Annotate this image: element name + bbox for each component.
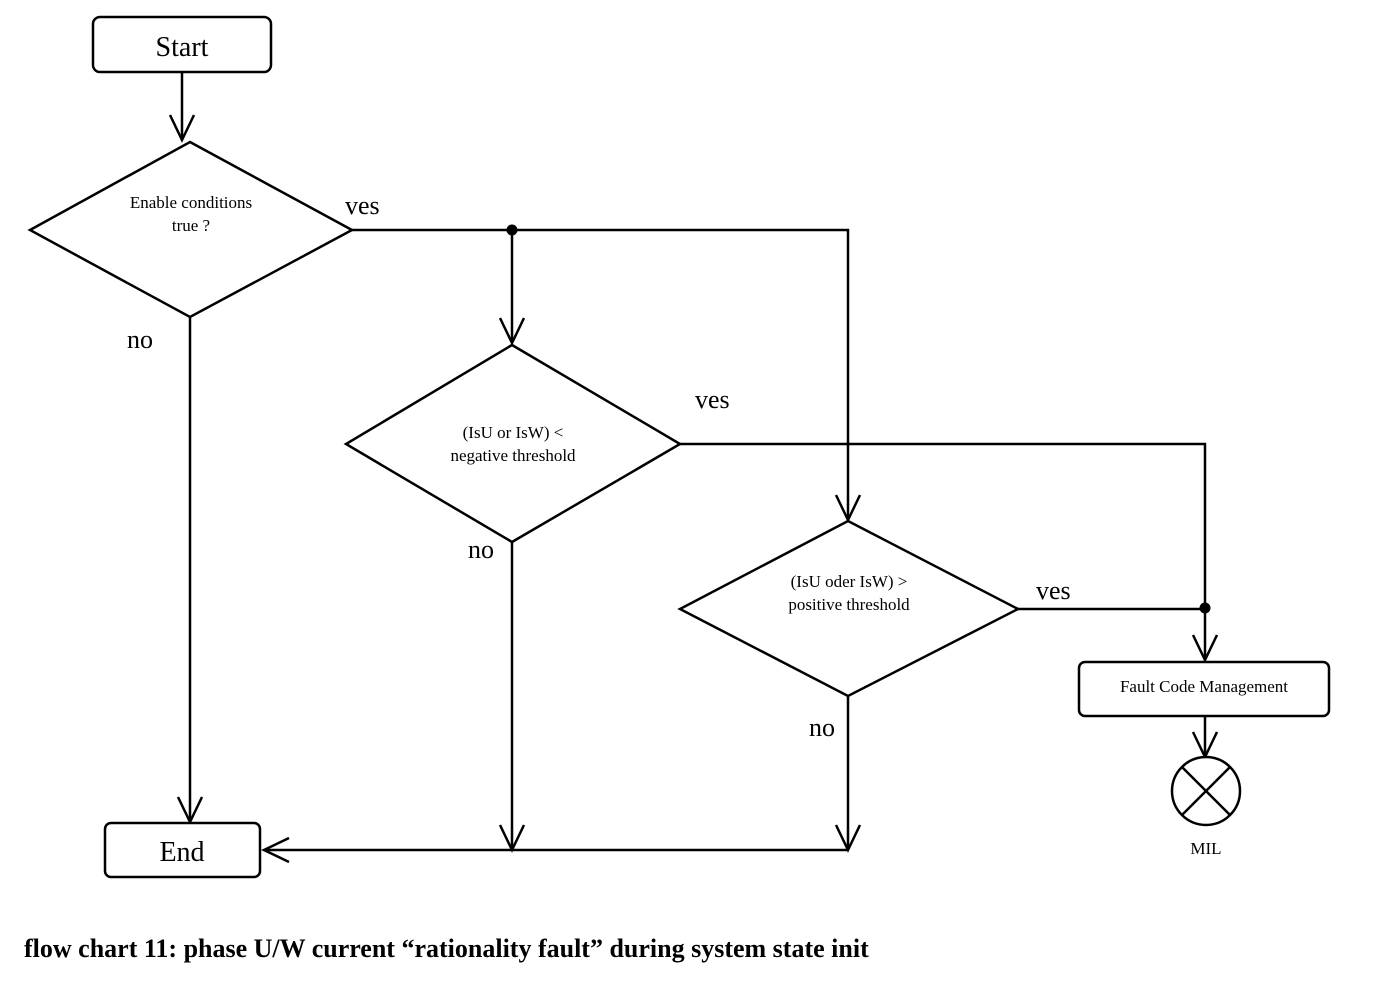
no-label-1: no: [127, 325, 153, 354]
connector-yes2: [680, 442, 1207, 658]
enable-line-1: Enable conditions: [130, 193, 252, 212]
fault-code-management-node: Fault Code Management: [1077, 660, 1331, 718]
positive-line-1: (IsU oder IsW) >: [791, 572, 908, 591]
no-label-2: no: [468, 535, 494, 564]
end-label: End: [159, 837, 204, 868]
positive-line-2: positive threshold: [788, 595, 910, 614]
enable-line-2: true ?: [172, 216, 210, 235]
arrowhead-to-negative: [498, 317, 526, 346]
fault-label: Fault Code Management: [1120, 677, 1288, 696]
arrowhead-to-end: [261, 836, 290, 864]
positive-threshold-decision: (IsU oder IsW) > positive threshold: [677, 519, 1021, 698]
no-label-3: no: [809, 713, 835, 742]
mil-label: MIL: [1190, 839, 1221, 858]
start-node: Start: [91, 15, 273, 74]
yes-label-3: ves: [1036, 576, 1071, 605]
yes-label-1: ves: [345, 191, 380, 220]
end-node: End: [103, 821, 262, 879]
enable-conditions-decision: Enable conditions true ?: [27, 140, 355, 319]
negative-threshold-decision: (IsU or IsW) < negative threshold: [343, 343, 683, 544]
start-label: Start: [156, 32, 209, 63]
junction-dot-2: [1199, 602, 1211, 614]
negative-line-2: negative threshold: [450, 446, 576, 465]
arrowhead-start-enable: [168, 114, 196, 143]
figure-caption: flow chart 11: phase U/W current “ration…: [24, 934, 869, 963]
yes-label-2: ves: [695, 385, 730, 414]
negative-line-1: (IsU or IsW) <: [463, 423, 564, 442]
arrowhead-to-fault: [1191, 634, 1219, 663]
mil-lamp-icon: [1170, 755, 1242, 827]
